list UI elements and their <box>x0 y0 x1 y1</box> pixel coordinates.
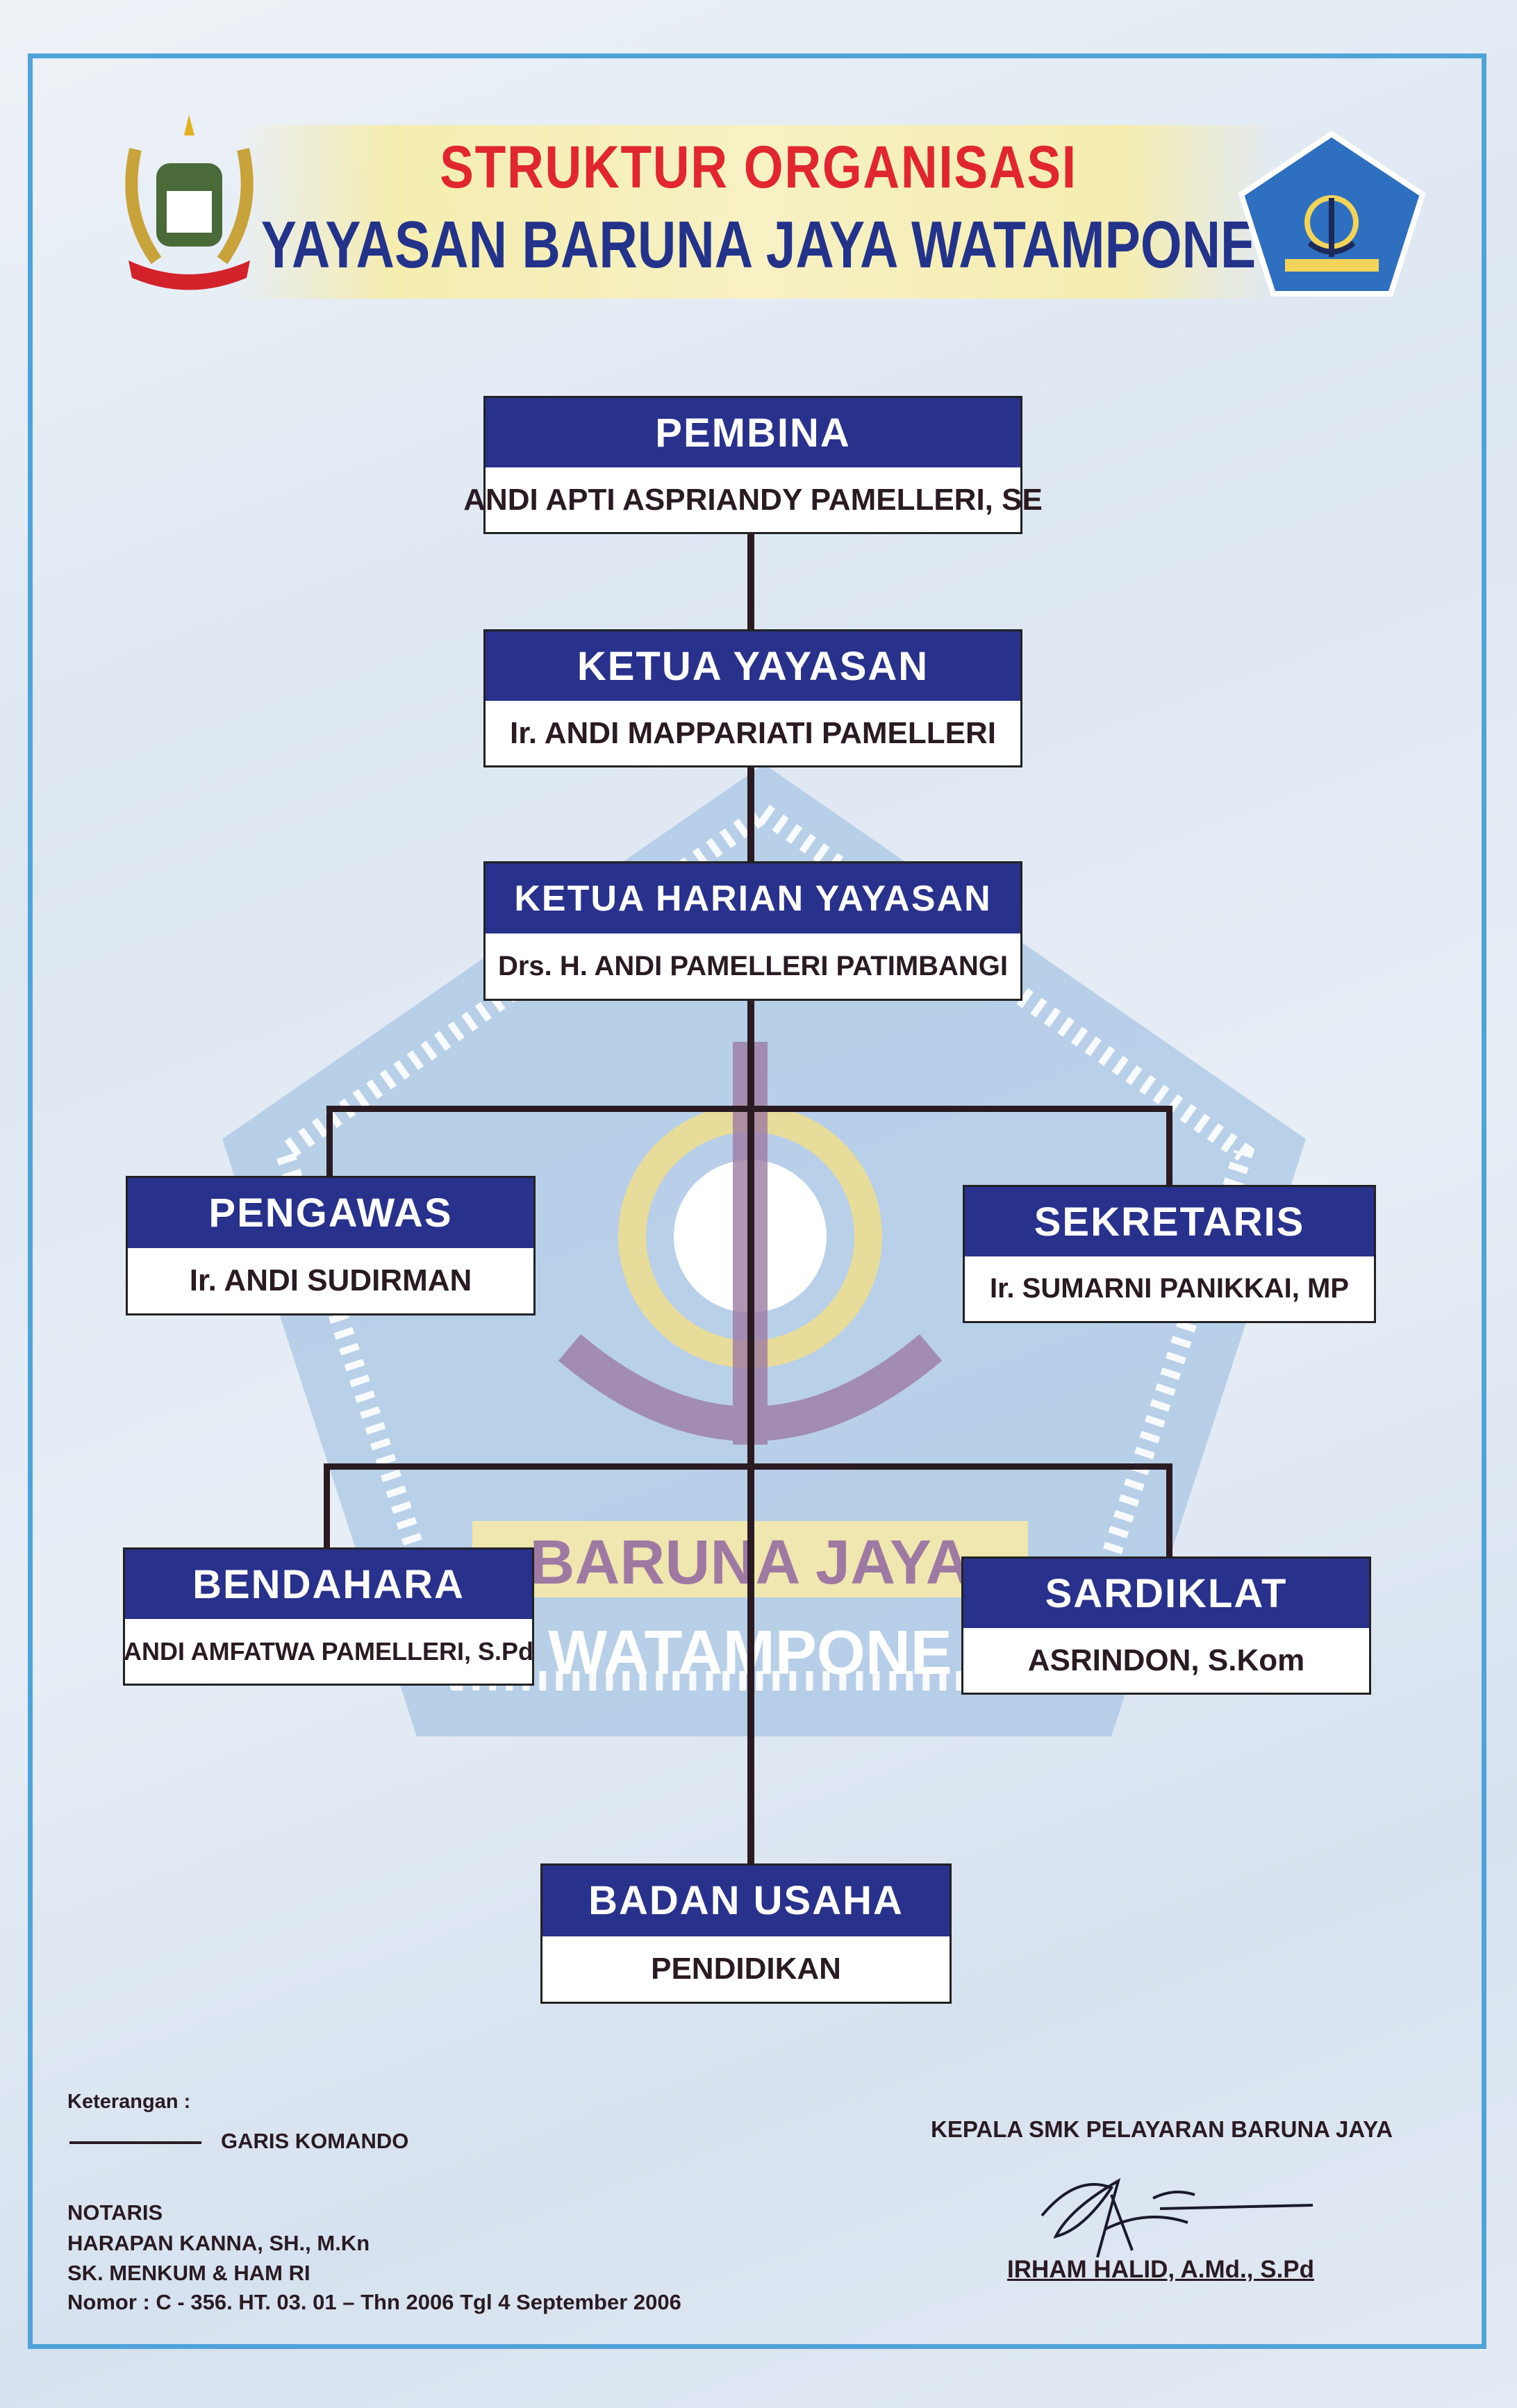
command-line-main <box>747 534 754 1864</box>
org-box-ketua-harian: KETUA HARIAN YAYASAN Drs. H. ANDI PAMELL… <box>483 861 1022 1001</box>
notary-name: HARAPAN KANNA, SH., M.Kn <box>67 2231 370 2255</box>
role-title: KETUA YAYASAN <box>486 631 1020 701</box>
org-box-ketua-yayasan: KETUA YAYASAN Ir. ANDI MAPPARIATI PAMELL… <box>483 629 1022 767</box>
legend-item: GARIS KOMANDO <box>221 2129 409 2153</box>
role-title: BADAN USAHA <box>542 1866 950 1936</box>
role-title: PEMBINA <box>486 398 1020 468</box>
signatory-position: KEPALA SMK PELAYARAN BARUNA JAYA <box>931 2116 1393 2142</box>
notary-title: NOTARIS <box>67 2200 163 2225</box>
role-title: KETUA HARIAN YAYASAN <box>486 863 1020 934</box>
poster-frame <box>28 53 1486 2349</box>
person-name: ANDI AMFATWA PAMELLERI, S.Pd <box>124 1636 533 1666</box>
notary-sk: SK. MENKUM & HAM RI <box>67 2261 310 2285</box>
org-box-pengawas: PENGAWAS Ir. ANDI SUDIRMAN <box>126 1176 536 1315</box>
unit-name: PENDIDIKAN <box>651 1951 841 1986</box>
command-line-drop-sekretaris <box>1166 1106 1172 1186</box>
person-name: Ir. SUMARNI PANIKKAI, MP <box>989 1273 1350 1304</box>
org-box-sardiklat: SARDIKLAT ASRINDON, S.Kom <box>961 1556 1371 1695</box>
command-line-drop-sardiklat <box>1166 1463 1172 1557</box>
person-name: Drs. H. ANDI PAMELLERI PATIMBANGI <box>497 950 1009 981</box>
command-line-branch-1 <box>326 1106 1172 1112</box>
command-line-drop-pengawas <box>326 1106 333 1177</box>
person-name: ASRINDON, S.Kom <box>1027 1643 1305 1677</box>
person-name: ANDI APTI ASPRIANDY PAMELLERI, SE <box>463 482 1043 517</box>
signature-mark <box>1041 2177 1313 2258</box>
legend-line-sample <box>69 2141 201 2144</box>
page-title: STRUKTUR ORGANISASI <box>440 134 1077 201</box>
role-title: SARDIKLAT <box>963 1559 1369 1629</box>
person-name: Ir. ANDI SUDIRMAN <box>189 1263 472 1298</box>
role-title: PENGAWAS <box>128 1178 533 1249</box>
notary-number: Nomor : C - 356. HT. 03. 01 – Thn 2006 T… <box>67 2290 681 2314</box>
signatory-name: IRHAM HALID, A.Md., S.Pd <box>1007 2256 1315 2283</box>
legend-label: Keterangan : <box>67 2091 191 2113</box>
person-name: Ir. ANDI MAPPARIATI PAMELLERI <box>510 715 996 750</box>
org-box-bendahara: BENDAHARA ANDI AMFATWA PAMELLERI, S.Pd <box>123 1547 534 1686</box>
page-subtitle: YAYASAN BARUNA JAYA WATAMPONE <box>260 208 1257 282</box>
org-box-badan-usaha: BADAN USAHA PENDIDIKAN <box>540 1863 952 2004</box>
command-line-drop-bendahara <box>324 1463 330 1548</box>
province-emblem-logo <box>125 115 254 290</box>
org-box-sekretaris: SEKRETARIS Ir. SUMARNI PANIKKAI, MP <box>963 1185 1376 1323</box>
command-line-branch-2 <box>324 1463 1172 1470</box>
org-box-pembina: PEMBINA ANDI APTI ASPRIANDY PAMELLERI, S… <box>463 396 1043 534</box>
role-title: SEKRETARIS <box>965 1187 1374 1257</box>
role-title: BENDAHARA <box>125 1550 532 1620</box>
yayasan-logo <box>1238 131 1426 297</box>
title-banner <box>236 125 1278 299</box>
